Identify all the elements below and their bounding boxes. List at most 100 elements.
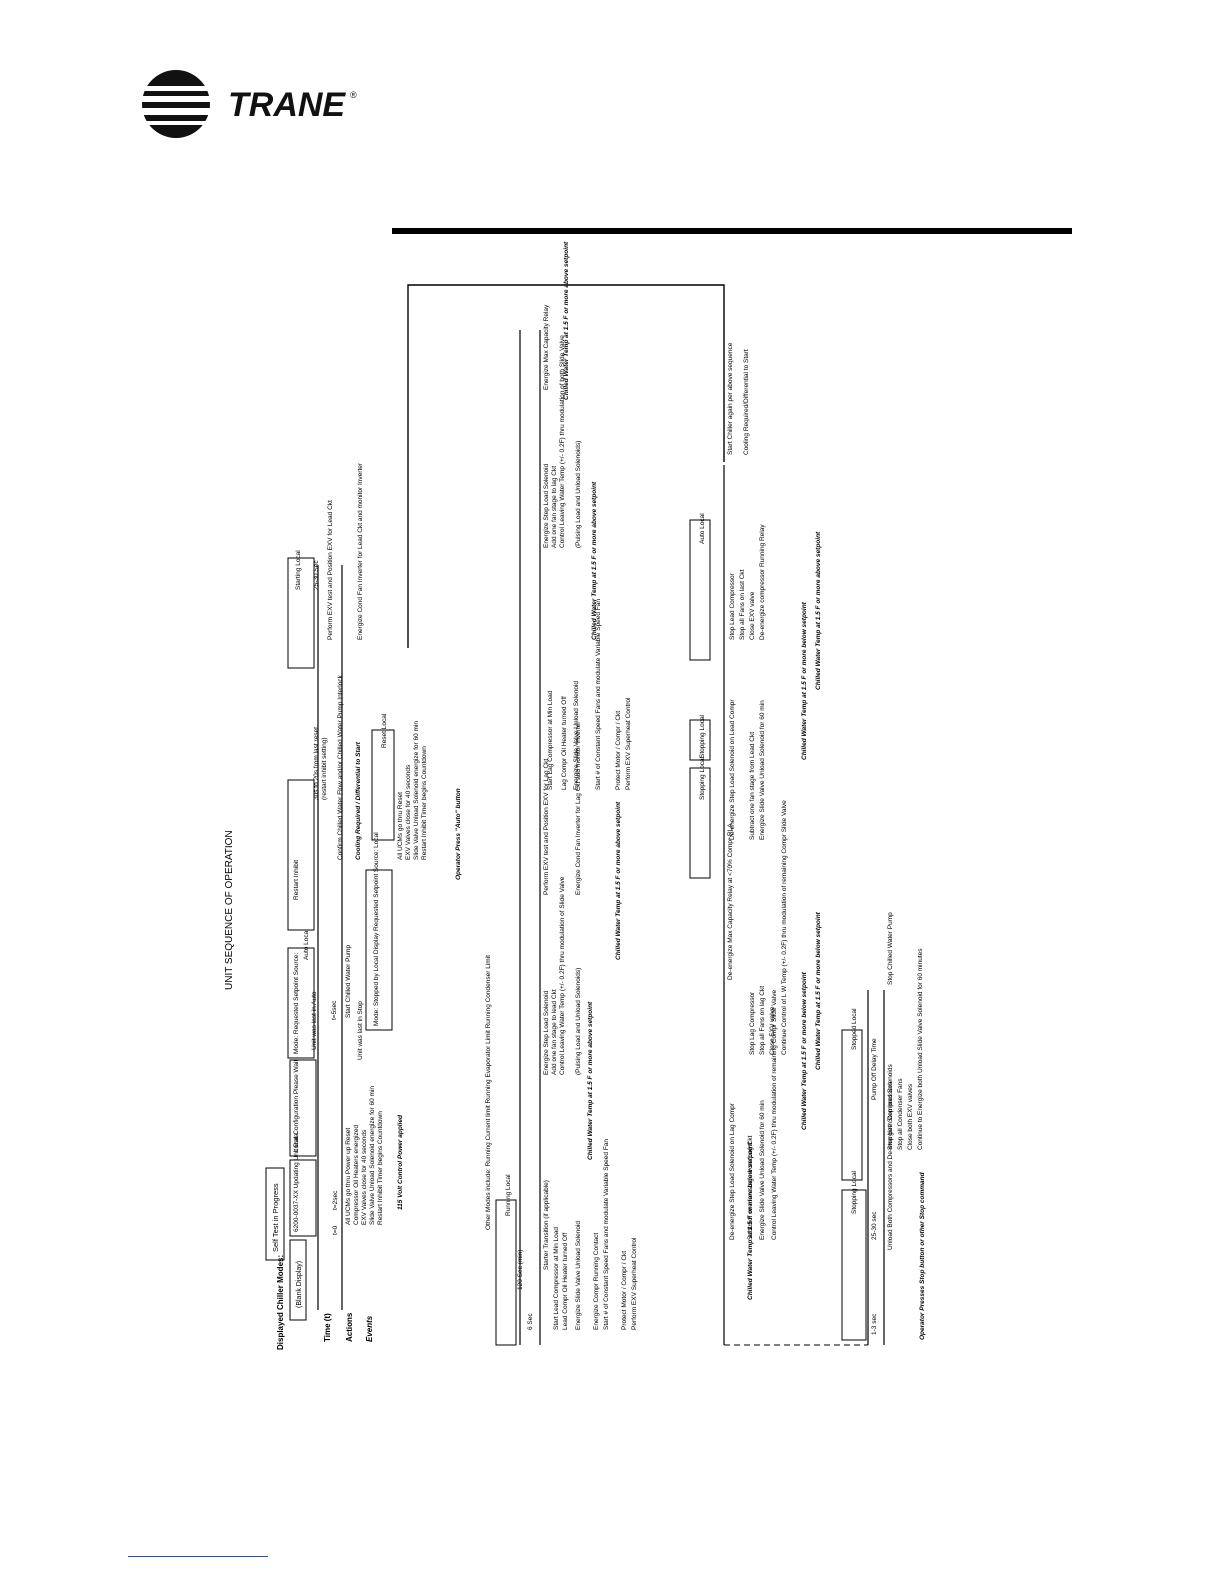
legend: Displayed Chiller Modes: Time (t) Action… xyxy=(276,1255,374,1350)
local-config-label: Local Configuration Please Wait xyxy=(293,1060,300,1152)
action-item: Start Lag Compressor at Min Load xyxy=(547,690,554,790)
action-item: (Pulsing Load and Unload Solenoids) xyxy=(575,441,582,548)
action-item: Slide Valve Unload Solenoid energize for… xyxy=(369,1086,376,1225)
max-capacity-label: Energize Max Capacity Relay xyxy=(543,304,550,390)
action-item: Perform EXV Superheat Control xyxy=(631,1237,638,1330)
chilled-above-event: Chilled Water Temp at 1.5 F or more abov… xyxy=(587,1001,594,1160)
lead-actions: Start Lead Compressor at Min Load Lead C… xyxy=(553,1139,638,1330)
power-up-actions: All UCMs go thru Power up Reset Compress… xyxy=(345,1086,384,1225)
chilled-below-event-2: Chilled Water Temp at 1.5 F or more belo… xyxy=(801,971,808,1130)
self-test-box xyxy=(265,1167,285,1261)
lag-exv-label: Perform EXV test and Position EXV for La… xyxy=(543,759,550,895)
t5-label: t=5sec xyxy=(331,1000,338,1020)
perform-exv-label: Perform EXV test and Position EXV for Le… xyxy=(327,500,334,640)
action-item: EXV Valves close for 40 seconds xyxy=(405,764,412,860)
restart-setting-label: (restart inhibit setting) xyxy=(321,738,328,801)
action-item: Add one fan stage to lag Ckt xyxy=(551,466,558,548)
action-item: Restart Inhibit Timer begins Countdown xyxy=(421,746,428,860)
local-config-box xyxy=(289,1059,317,1157)
action-item: Protect Motor / Compr / Ckt xyxy=(615,711,622,790)
action-item: Energize Step Load Solenoid xyxy=(543,463,550,548)
legend-displayed-modes: Displayed Chiller Modes: xyxy=(276,1255,285,1350)
chilled-above-event-4: Chilled Water Temp at 1.5 F or more abov… xyxy=(563,241,570,400)
action-item: Energize Step Load Solenoid xyxy=(543,990,550,1075)
deenergize-max-label: De-energize Max Capacity Relay at <70% C… xyxy=(727,823,734,980)
t0-label: t=0 xyxy=(332,1225,339,1235)
restart-inhibit-box xyxy=(287,779,315,931)
stopping-box xyxy=(689,767,711,879)
chilled-below-event-4: Chilled Water Temp at 1.5 F or more belo… xyxy=(801,601,808,760)
action-item: Close EXV valve xyxy=(749,591,756,640)
deenergize-step-label: De-energize Step Load Solenoid on Lag Co… xyxy=(729,1102,736,1240)
auto-local-label: Auto Local xyxy=(303,929,310,960)
operator-press-event: Operator Press "Auto" button xyxy=(455,788,462,880)
mode-auto-label: Mode: Requested Setpoint Source: xyxy=(293,953,300,1054)
reset-actions: All UCMs go thru Reset EXV Valves close … xyxy=(397,721,428,860)
action-item: Perform EXV Superheat Control xyxy=(625,697,632,790)
restart-inhibit-label: Restart Inhibit xyxy=(293,860,300,900)
action-item: Stop all Fans on lag Ckt xyxy=(759,986,766,1055)
starting-box xyxy=(287,557,315,669)
stopping-local-label: Stopping Local xyxy=(699,756,706,800)
blank-display-box xyxy=(289,1239,307,1321)
running-local-label: Running Local xyxy=(505,1174,512,1216)
t1-3-label: 1-3 sec xyxy=(871,1313,878,1335)
action-item: Stop all Condenser Fans xyxy=(897,1078,904,1150)
blank-display-label: (Blank Display) xyxy=(296,1261,303,1308)
action-item: Restart Inhibit Timer begins Countdown xyxy=(377,1111,384,1225)
action-item: Continue to Energize both Unload Slide V… xyxy=(917,948,924,1150)
action-item: Stop both Compressors xyxy=(887,1081,894,1150)
action-item: Energize Compr Running Contact xyxy=(593,1233,600,1330)
t2-label: t=2sec xyxy=(332,1190,339,1210)
stop-lead-actions: Stop Lead Compressor Stop all Fans on la… xyxy=(729,524,766,640)
unit-stop-label: Unit was last in Stop xyxy=(357,1001,364,1060)
legend-time: Time (t) xyxy=(323,1313,332,1342)
action-item: Slide Valve Unload Solenoid energize for… xyxy=(413,721,420,860)
lag-step-actions: Energize Step Load Solenoid Add one fan … xyxy=(543,335,582,548)
action-item: Continue Control of L W Temp (+/- 0.2F) … xyxy=(781,800,788,1055)
unload-both-label: Unload Both Compressors and De-energize … xyxy=(887,1064,894,1250)
lead-step-actions: De-energize Step Load Solenoid on Lead C… xyxy=(729,699,766,840)
action-item: Lead Compr Oil Heater turned Off xyxy=(562,1232,569,1330)
stopped-local-label: Stopped Local xyxy=(851,1008,858,1050)
chilled-above-event-2: Chilled Water Temp at 1.5 F or more abov… xyxy=(615,801,622,960)
stop-lag-actions: Stop Lag Compressor Stop all Fans on lag… xyxy=(749,800,788,1055)
mode-auto-box xyxy=(287,947,315,1059)
action-item: Control Leaving Water Temp (+/- 0.2F) th… xyxy=(559,335,566,548)
starting-local-label: Starting Local xyxy=(295,550,302,590)
action-item: All UCMs go thru Power up Reset xyxy=(345,1128,352,1225)
footer-link-underline xyxy=(128,1556,268,1557)
confirm-flow-label: Confirm Chilled Water Flow and/or Chille… xyxy=(337,674,344,860)
action-item: Stop Lead Compressor xyxy=(729,572,736,640)
chilled-above-event-3: Chilled Water Temp at 1.5 F or more abov… xyxy=(591,481,598,640)
cooling-required-event: Cooling Required / Differential to Start xyxy=(355,741,362,860)
action-item: Add one fan stage to lead Ckt xyxy=(551,989,558,1075)
time-25-30-label: 25-30 Sec xyxy=(313,560,320,590)
stop-both-actions: Stop both Compressors Stop all Condenser… xyxy=(887,948,924,1150)
reset-box xyxy=(371,729,395,841)
action-item: EXV Valves close for 40 seconds xyxy=(361,1129,368,1225)
header-rule xyxy=(392,228,1072,234)
brand-wordmark: TRANE xyxy=(228,86,346,124)
legend-events: Events xyxy=(365,1315,374,1342)
action-item: Start Lead Compressor at Min Load xyxy=(553,1227,560,1330)
energize-unload-label: Energize Slide Valve Unload Solenoid for… xyxy=(759,1100,766,1240)
action-item: Energize Slide Valve Unload Solenoid for… xyxy=(759,700,766,840)
subtract-fan-label: Subtract one fan stage from Lag Ckt xyxy=(747,1135,754,1240)
running-box xyxy=(495,1199,517,1346)
start-pump-label: Start Chilled Water Pump xyxy=(345,945,352,1018)
action-item: Energize Slide Valve Unload Solenoid xyxy=(575,1221,582,1330)
updating-box xyxy=(289,1159,317,1237)
action-item: Protect Motor / Compr / Ckt xyxy=(621,1251,628,1330)
stopped-box xyxy=(841,1029,863,1181)
lag-fan-label: Energize Cond Fan Inverter for Lag Ckt a… xyxy=(575,721,582,895)
action-item: Close EXV valve xyxy=(769,1006,776,1055)
action-item: Subtract one fan stage from Lead Ckt xyxy=(749,732,756,840)
action-item: Control Leaving Water Temp (+/- 0.2F) th… xyxy=(559,876,566,1075)
pump-delay-label: Pump Off Delay Time xyxy=(871,1038,878,1100)
action-item: Start # of Constant Speed Fans and modul… xyxy=(603,1139,610,1330)
t25-30-label: 25-30 sec xyxy=(871,1211,878,1240)
step-actions: Energize Step Load Solenoid Add one fan … xyxy=(543,876,582,1075)
chilled-below-event: Chilled Water Temp at 1.5 F or more belo… xyxy=(747,1141,754,1300)
t120-label: 120 Sec (min) xyxy=(517,1250,524,1290)
